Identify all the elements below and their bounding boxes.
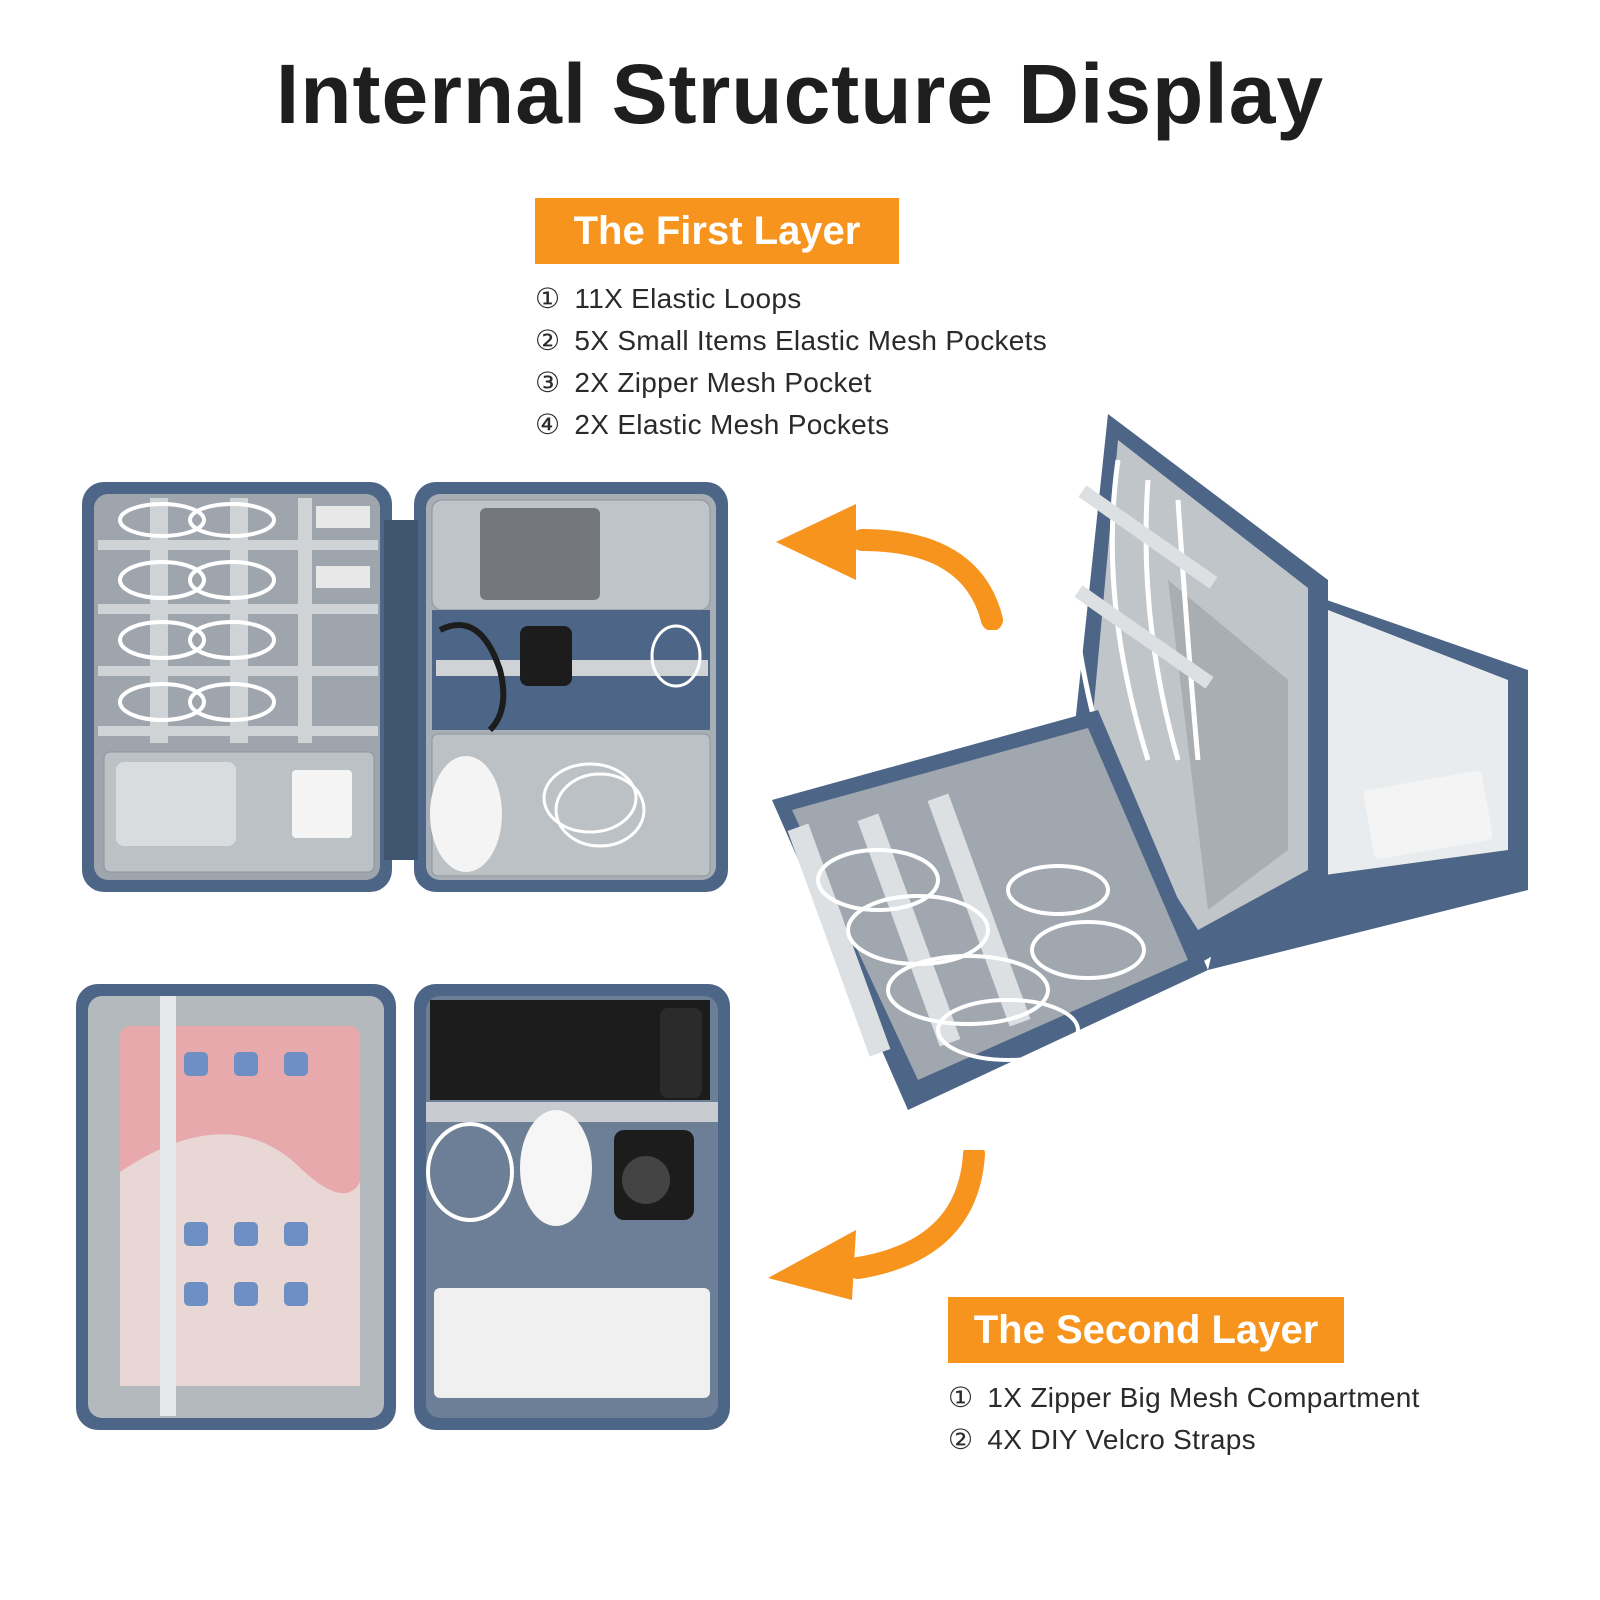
first-layer-organizer-photo bbox=[82, 482, 728, 892]
second-layer-organizer-photo bbox=[76, 984, 730, 1430]
item-text: 5X Small Items Elastic Mesh Pockets bbox=[574, 325, 1048, 356]
item-number: ① bbox=[535, 283, 561, 314]
list-item: ④ 2X Elastic Mesh Pockets bbox=[535, 404, 1047, 446]
second-layer-feature-list: ① 1X Zipper Big Mesh Compartment ② 4X DIY … bbox=[948, 1377, 1420, 1461]
item-number: ④ bbox=[535, 409, 561, 440]
item-text: 11X Elastic Loops bbox=[574, 283, 802, 314]
first-layer-feature-list: ① 11X Elastic Loops ② 5X Small Items Elast… bbox=[535, 278, 1047, 446]
item-text: 1X Zipper Big Mesh Compartment bbox=[987, 1382, 1420, 1413]
page-title: Internal Structure Display bbox=[275, 47, 1325, 141]
curved-arrow-up-icon bbox=[776, 504, 1003, 630]
curved-arrow-down-icon bbox=[768, 1150, 985, 1300]
list-item: ② 5X Small Items Elastic Mesh Pockets bbox=[535, 320, 1047, 362]
item-text: 2X Zipper Mesh Pocket bbox=[574, 367, 872, 398]
first-layer-badge: The First Layer bbox=[535, 198, 899, 264]
list-item: ③ 2X Zipper Mesh Pocket bbox=[535, 362, 1047, 404]
list-item: ① 11X Elastic Loops bbox=[535, 278, 1047, 320]
list-item: ② 4X DIY Velcro Straps bbox=[948, 1419, 1420, 1461]
item-number: ③ bbox=[535, 367, 561, 398]
double-layer-organizer-photo bbox=[772, 414, 1528, 1110]
second-layer-badge: The Second Layer bbox=[948, 1297, 1344, 1363]
item-number: ② bbox=[535, 325, 561, 356]
item-number: ② bbox=[948, 1424, 974, 1455]
item-text: 4X DIY Velcro Straps bbox=[987, 1424, 1256, 1455]
item-number: ① bbox=[948, 1382, 974, 1413]
list-item: ① 1X Zipper Big Mesh Compartment bbox=[948, 1377, 1420, 1419]
item-text: 2X Elastic Mesh Pockets bbox=[574, 409, 890, 440]
